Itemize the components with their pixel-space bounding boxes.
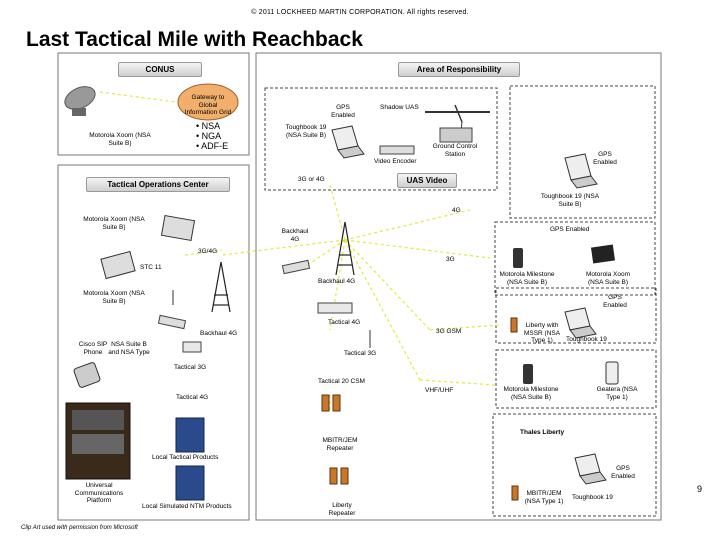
tablet-icon [100, 250, 136, 280]
laptop-icon [564, 153, 598, 189]
radio-icon [321, 317, 519, 501]
tactical-20-csm-label: Tactical 20 CSM [318, 378, 365, 385]
uas-group-box [264, 87, 498, 191]
gps-toughbook-label: Toughbook 19 [566, 336, 607, 343]
ucp-label: Universal Communications Platform [74, 482, 124, 504]
laptop-icon [331, 125, 365, 159]
toc-3g4g-label: 3G/4G [198, 248, 218, 255]
right-top-toughbook-label: Toughbook 19 (NSA Suite B) [540, 193, 600, 208]
smartphone-icon [513, 248, 523, 268]
tower-icon [335, 221, 355, 276]
gps-xoom-label: Motorola Xoom (NSA Suite B) [585, 271, 631, 286]
right-top-gps-label: GPS Enabled [593, 151, 617, 166]
geatera-phone-icon [605, 361, 619, 385]
toc-header: Tactical Operations Center [86, 177, 230, 192]
link-3g-gsm-label: 3G GSM [436, 328, 462, 335]
geatera-label: Geatera (NSA Type 1) [596, 386, 638, 401]
tactical-4g-icon [317, 302, 353, 314]
satellite-dish-icon [64, 86, 96, 116]
right-top-box [509, 85, 656, 219]
local-tactical-label: Local Tactical Products [152, 454, 219, 461]
link-lines [99, 91, 501, 410]
uas-toughbook-label: Toughbook 19 (NSA Suite B) [285, 124, 327, 139]
router-icon [281, 259, 311, 275]
slide-number: 9 [697, 484, 703, 494]
liberty-mssr-label: Liberty with MSSR (NSA Type 1) [523, 322, 561, 344]
uas-video-header: UAS Video [397, 173, 457, 188]
tablet-icon [160, 214, 196, 242]
agency-list: • NSA • NGA • ADF-E [196, 121, 228, 151]
agency-item: • NSA [196, 121, 221, 131]
tactical-4g-label: Tactical 4G [328, 319, 361, 326]
tactical-3g-label: Tactical 3G [344, 350, 377, 357]
toc-backhaul-label: Backhaul 4G [200, 330, 238, 337]
tactical-3g-icon [182, 341, 202, 353]
link-4g-label: 4G [452, 207, 461, 214]
milestone-label: Motorola Milestone (NSA Suite B) [503, 386, 559, 401]
agency-item: • NGA [196, 131, 222, 141]
nsa-suite-label: NSA Suite B and NSA Type [108, 341, 150, 356]
vhf-uhf-label: VHF/UHF [425, 387, 454, 394]
agency-item: • ADF-E [196, 141, 229, 151]
tower-icon [211, 261, 231, 313]
cisco-sip-label: Cisco SIP Phone [78, 341, 108, 356]
gcs-label: Ground Control Station [432, 143, 478, 158]
toc-xoom-1-label: Motorola Xoom (NSA Suite B) [83, 216, 145, 231]
smartphone-icon [523, 364, 533, 384]
mbitr-jem-label: MBITR/JEM (NSA Type 1) [524, 490, 564, 505]
thales-gps-label: GPS Enabled [611, 465, 635, 480]
gps-group-box [494, 221, 656, 296]
mbitr-repeater-label: MBITR/JEM Repeater [322, 437, 358, 452]
gcs-icon [439, 127, 473, 143]
uas-link-label: 3G or 4G [298, 176, 325, 183]
server-icon [175, 465, 205, 501]
backhaul-top-label: Backhaul 4G [281, 228, 309, 243]
gps-group-title: GPS Enabled [550, 226, 590, 233]
page-title: Last Tactical Mile with Reachback [26, 28, 363, 51]
tablet-icon [590, 244, 616, 264]
shadow-uas-label: Shadow UAS [380, 104, 419, 111]
gps-group-gps-label: GPS Enabled [603, 294, 627, 309]
milestone-box [495, 349, 657, 409]
conus-xoom-label: Motorola Xoom (NSA Suite B) [89, 132, 151, 147]
toc-xoom-2-label: Motorola Xoom (NSA Suite B) [83, 290, 145, 305]
laptop-icon [564, 307, 597, 339]
server-icon [175, 417, 205, 453]
phone-icon [73, 362, 101, 388]
router-icon [157, 314, 187, 330]
gps-milestone-label: Motorola Milestone (NSA Suite B) [499, 271, 555, 286]
backhaul-4g-label: Backhaul 4G [318, 278, 356, 285]
link-3g-label: 3G [446, 256, 455, 263]
aor-header: Area of Responsibility [398, 62, 520, 77]
toc-tactical-4g-label: Tactical 4G [176, 394, 209, 401]
local-simulated-label: Local Simulated NTM Products [142, 503, 232, 510]
cloud-icon [177, 83, 239, 121]
thales-toughbook-label: Toughbook 19 [572, 494, 613, 501]
uas-gps-label: GPS Enabled [331, 104, 355, 119]
toc-tactical-3g-label: Tactical 3G [174, 364, 207, 371]
stc-label: STC 11 [140, 264, 162, 271]
video-encoder-icon [379, 145, 415, 155]
liberty-gps-box [495, 287, 657, 344]
clip-art-credit: Clip Art used with permission from Micro… [21, 525, 138, 531]
conus-header: CONUS [118, 62, 202, 77]
thales-box [492, 413, 657, 517]
gateway-label: Gateway to Global Information Grid [184, 94, 232, 116]
thales-title: Thales Liberty [520, 429, 565, 436]
laptop-icon [574, 453, 607, 485]
video-encoder-label: Video Encoder [374, 158, 417, 165]
ucp-rack-icon [65, 402, 131, 480]
liberty-repeater-label: Liberty Repeater [328, 502, 356, 517]
copyright-notice: © 2011 LOCKHEED MARTIN CORPORATION. All … [251, 9, 469, 16]
